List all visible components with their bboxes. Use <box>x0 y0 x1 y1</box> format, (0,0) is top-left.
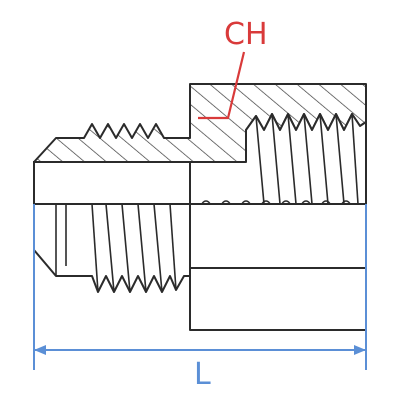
upper-section-half <box>33 83 367 216</box>
dimension-arrow-left <box>34 345 46 355</box>
bore-upper <box>33 161 201 205</box>
length-dimension-label: L <box>194 357 211 392</box>
hex-callout: CH <box>198 17 268 120</box>
female-thread-teeth <box>255 113 359 205</box>
hex-callout-label: CH <box>224 17 268 52</box>
length-dimension: L <box>33 204 367 392</box>
male-thread-lines <box>91 203 177 293</box>
lower-exterior-half <box>33 203 367 331</box>
male-end-exterior <box>33 203 191 293</box>
callout-leader-line <box>198 51 246 120</box>
dimension-arrow-right <box>354 345 366 355</box>
